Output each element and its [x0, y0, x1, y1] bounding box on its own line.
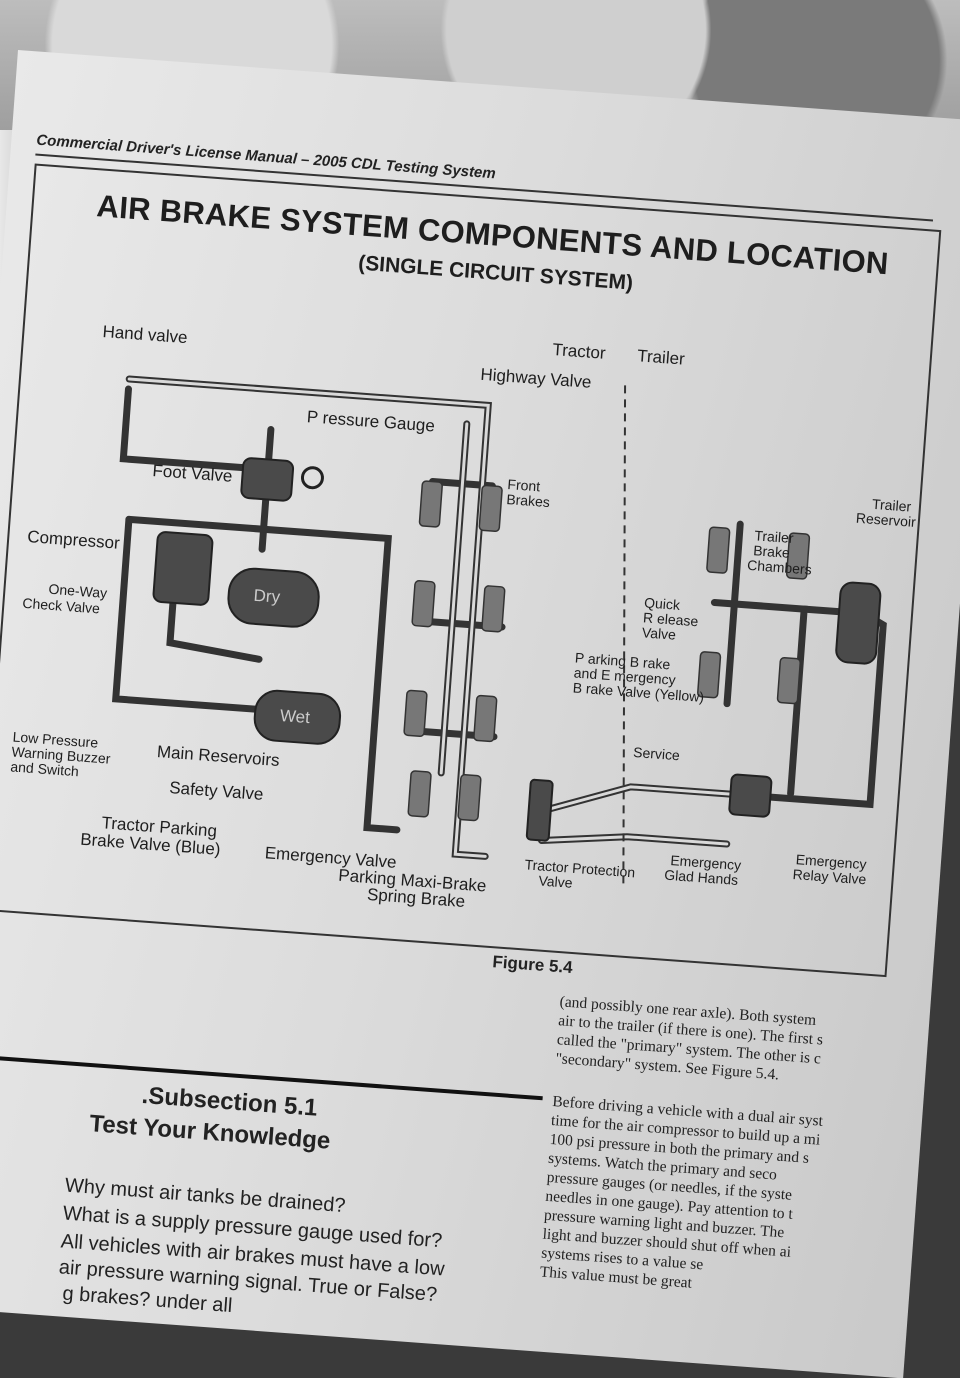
label-quick-release-1: Quick	[644, 594, 682, 613]
manual-page: Commercial Driver's License Manual – 200…	[0, 50, 960, 1378]
label-relay-valve-1: Emergency	[795, 851, 867, 872]
label-highway-valve: Highway Valve	[480, 365, 592, 392]
air-brake-diagram: Tractor Trailer Hand valve Highway Valve…	[10, 322, 917, 911]
label-service: Service	[633, 744, 681, 763]
label-pressure-gauge: P ressure Gauge	[306, 407, 435, 435]
question-number	[0, 1267, 59, 1274]
label-trailer-reservoir-2: Reservoir	[855, 510, 916, 530]
question-number: 3.	[0, 1224, 62, 1254]
label-trailer-brake-2: Brake	[753, 542, 791, 561]
figure-caption: Figure 5.4	[491, 952, 574, 978]
label-quick-release-2: R elease	[643, 609, 699, 629]
label-glad-hands-2: Glad Hands	[664, 867, 739, 888]
right-column-paragraph-1: (and possibly one rear axle). Both syste…	[555, 992, 825, 1087]
label-parking-3: B rake Valve (Yellow)	[572, 679, 704, 705]
label-compressor: Compressor	[27, 527, 121, 553]
label-front-brakes-1: Front	[507, 476, 541, 494]
label-parking-2: and E mergency	[573, 664, 676, 687]
label-quick-release-3: Valve	[641, 624, 676, 642]
label-glad-hands-1: Emergency	[670, 852, 742, 873]
label-relay-valve-2: Relay Valve	[792, 866, 867, 887]
label-one-way-1: One-Way	[48, 581, 108, 601]
label-parking-1: P arking B rake	[574, 649, 671, 672]
right-column-paragraph-2: Before driving a vehicle with a dual air…	[539, 1092, 823, 1301]
label-low-pressure-1: Low Pressure	[12, 728, 99, 750]
question-number	[0, 1293, 57, 1300]
label-hand-valve: Hand valve	[102, 322, 188, 347]
label-one-way-2: Check Valve	[22, 595, 101, 617]
label-tractor-protection-2: Valve	[538, 872, 573, 890]
label-trailer-reservoir-1: Trailer	[871, 496, 912, 515]
question-number: 2.	[0, 1196, 64, 1226]
question-number: 1.	[0, 1168, 66, 1198]
label-trailer-brake-3: Chambers	[747, 557, 813, 578]
label-wet: Wet	[279, 706, 311, 727]
label-front-brakes-2: Brakes	[506, 491, 551, 510]
label-main-reservoirs: Main Reservoirs	[156, 742, 280, 770]
label-safety-valve: Safety Valve	[169, 778, 264, 804]
label-trailer-brake-1: Trailer	[754, 527, 795, 546]
label-dry: Dry	[253, 586, 281, 607]
label-tractor: Tractor	[552, 340, 607, 363]
label-low-pressure-3: and Switch	[10, 758, 79, 779]
label-low-pressure-2: Warning Buzzer	[11, 743, 111, 766]
label-trailer: Trailer	[637, 346, 686, 368]
